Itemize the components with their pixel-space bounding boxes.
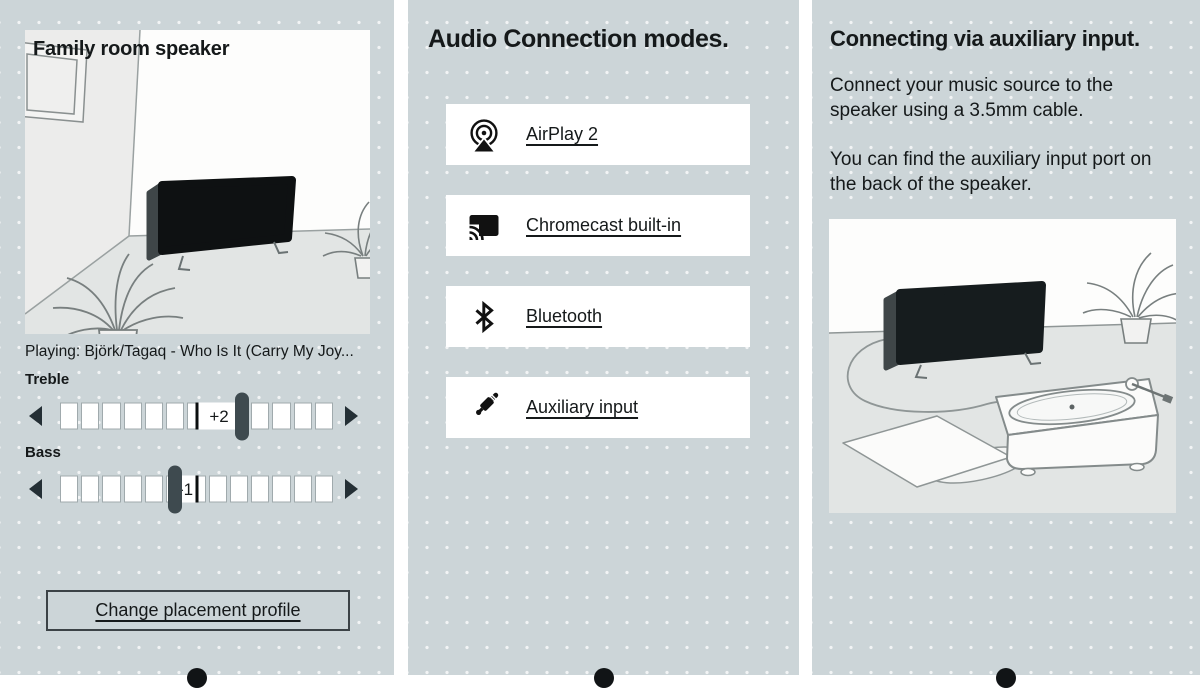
slider-center-tick [195,475,198,503]
slider-segment [144,475,164,503]
panel-aux-help: Connecting via auxiliary input. Connect … [812,0,1200,688]
panel-speaker-control: Family room speaker Playing: Björk/Tagaq… [0,0,396,688]
mode-label: AirPlay 2 [526,124,599,144]
picture-frame [16,41,88,123]
slider-increase-arrow-icon[interactable] [345,479,358,499]
bottom-menu-button[interactable] [996,668,1016,688]
help-paragraph: Connect your music source to the speaker… [830,75,1114,121]
bass-slider[interactable]: -1 [25,464,362,514]
slider-segment [81,402,100,430]
page-title: Audio Connection modes. [428,25,729,53]
mode-item-airplay[interactable]: AirPlay 2 [446,104,750,165]
speaker-drawing [883,281,1046,379]
plant-drawing [1082,252,1186,344]
slider-segment [144,402,164,430]
slider-value: -1 [178,479,194,499]
slider-handle[interactable] [234,392,249,440]
bottom-menu-button[interactable] [187,668,207,688]
slider-segment [229,475,249,503]
slider-value: +2 [209,406,229,426]
mode-label: Chromecast built-in [526,215,682,235]
slider-segment [293,475,312,503]
slider-segment [272,402,291,430]
slider-segment [81,475,100,503]
mode-label: Auxiliary input [526,397,639,417]
slider-segment [314,402,334,430]
slider-decrease-arrow-icon[interactable] [29,406,42,426]
slider-segment [166,402,185,430]
treble-slider[interactable]: +2 [25,391,362,441]
slider-decrease-arrow-icon[interactable] [29,479,42,499]
page-title: Family room speaker [33,38,230,60]
turntable-drawing [995,377,1174,477]
slider-segment [60,402,79,430]
mode-label: Bluetooth [526,306,603,326]
slider-track[interactable]: -1 [60,465,334,513]
airplay-icon [466,117,502,153]
mode-item-aux[interactable]: Auxiliary input [446,377,750,438]
change-placement-profile-button[interactable]: Change placement profile [46,590,350,631]
slider-segment [314,475,334,503]
slider-segment [123,402,142,430]
aux-jack-icon [466,390,502,426]
slider-segment [102,475,121,503]
button-label: Change placement profile [95,600,301,620]
chromecast-icon [466,208,502,244]
slider-increase-arrow-icon[interactable] [345,406,358,426]
slider-segment [60,475,79,503]
turntable-illustration [828,219,1186,513]
slider-segment [208,475,227,503]
slider-track[interactable]: +2 [60,392,334,440]
slider-segment [123,475,142,503]
mode-item-chromecast[interactable]: Chromecast built-in [446,195,750,256]
help-paragraph: You can find the auxiliary input port on… [830,149,1152,195]
slider-segment [293,402,312,430]
slider-range-zone [196,402,242,430]
speaker-drawing [146,176,296,271]
slider-center-tick [195,402,198,430]
slider-segment [251,402,270,430]
treble-label: Treble [25,371,70,388]
mode-item-bluetooth[interactable]: Bluetooth [446,286,750,347]
slider-handle[interactable] [167,465,182,513]
slider-segment [272,475,291,503]
room-illustration [16,29,396,365]
slider-segment [102,402,121,430]
slider-segment [251,475,270,503]
bottom-menu-button[interactable] [593,668,614,688]
now-playing-text: Playing: Björk/Tagaq - Who Is It (Carry … [25,343,354,360]
page-title: Connecting via auxiliary input. [830,26,1140,51]
bass-label: Bass [25,444,61,461]
panel-connection-modes: Audio Connection modes. AirPlay 2 [408,0,799,688]
bluetooth-icon [466,299,502,335]
